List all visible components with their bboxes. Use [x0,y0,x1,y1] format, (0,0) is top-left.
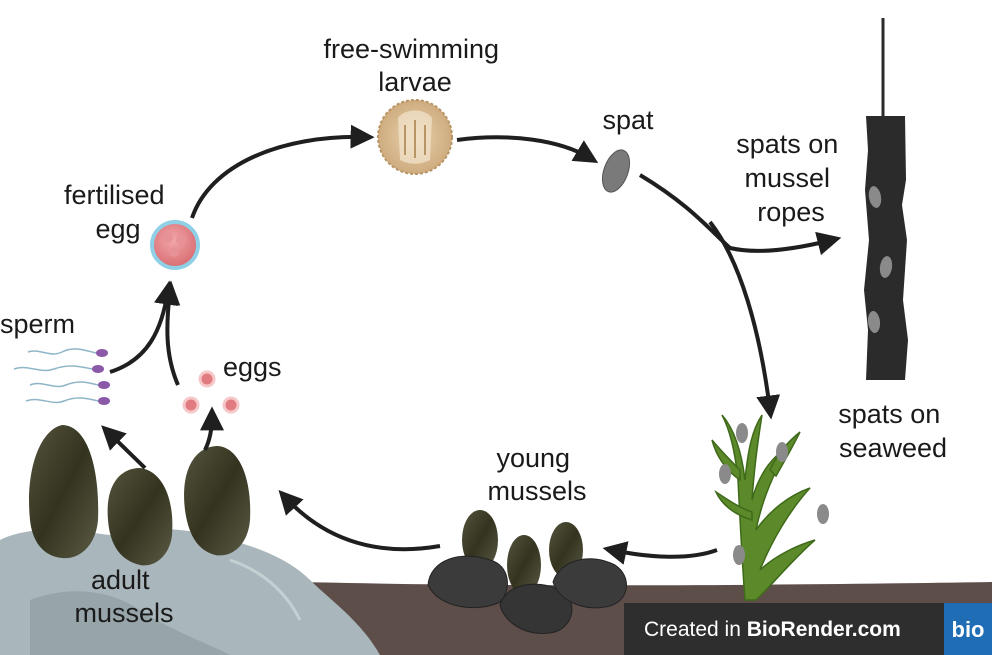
arrow-egg-to-larvae [190,124,375,219]
rocks [0,528,380,655]
label-spats-on-ropes: spats on mussel ropes [736,129,846,227]
sperm-cells [13,348,110,405]
rope-spat-1 [868,186,882,208]
arrow-young-to-adult [278,489,441,552]
label-adult-mussels: adult mussels [74,565,173,628]
fertilised-egg [150,220,200,270]
label-eggs: eggs [223,352,282,382]
credit-text: Created in BioRender.com [644,618,901,641]
eggs-cells [182,370,240,414]
arrow-eggs-to-egg [156,280,181,386]
seaweed [711,414,829,601]
young-mussels-cluster [427,510,627,634]
label-spats-on-seaweed: spats on seaweed [838,399,948,463]
larva [377,99,453,175]
seaweed-spat-5 [733,545,745,565]
arrow-adult-to-sperm [101,425,147,470]
seaweed-spat-3 [719,464,731,484]
arrow-spat-to-seaweed [708,220,781,420]
spat-shell [601,149,631,193]
seaweed-spat-2 [776,442,788,462]
rope-spat-2 [879,256,893,278]
label-spat: spat [602,105,654,135]
adult-mussels [29,425,251,566]
mussel-rope [864,18,908,380]
label-young-mussels: young mussels [487,443,586,506]
arrow-seaweed-to-young [602,541,718,565]
cycle-arrows [101,124,842,565]
label-larvae: free-swimming larvae [323,34,506,97]
arrow-larvae-to-spat [456,135,599,163]
biorender-badge-label: bio [952,617,985,642]
biorender-credit[interactable]: Created in BioRender.com bio [624,603,992,655]
label-fertilised-egg: fertilised egg [64,180,172,244]
seaweed-spat-1 [736,423,748,443]
arrow-adult-to-eggs [199,406,224,451]
biorender-badge [944,603,992,655]
label-sperm: sperm [0,309,75,339]
arrow-sperm-to-egg [109,280,178,374]
seaweed-spat-4 [817,504,829,524]
rope-spat-3 [867,311,881,333]
arrow-spat-to-ropes [638,173,842,256]
